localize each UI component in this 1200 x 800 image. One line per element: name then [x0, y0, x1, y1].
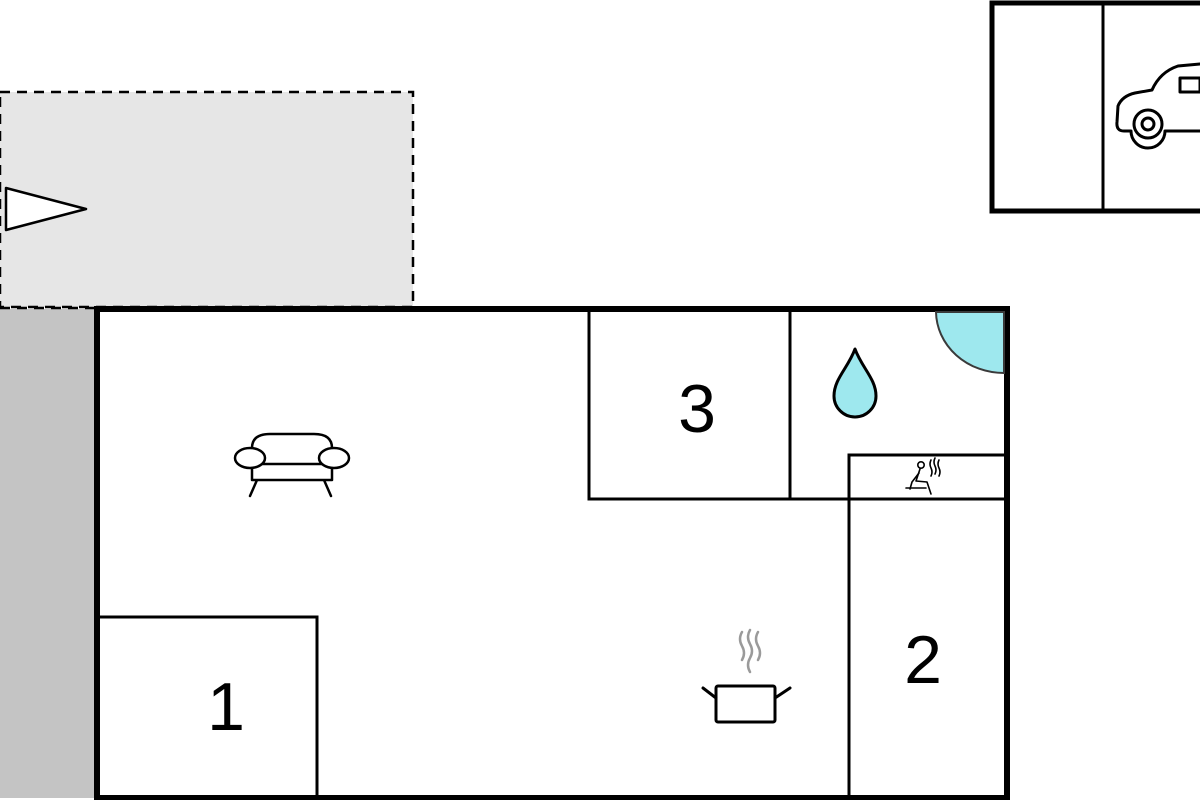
room-1-label: 1 [207, 669, 245, 745]
terrace-area [0, 90, 415, 309]
cooking-pot-icon [701, 628, 792, 724]
room-3-walls [587, 312, 849, 501]
car-icon [1115, 62, 1200, 150]
shower-corner-icon [934, 311, 1005, 375]
carport [989, 0, 1200, 214]
entrance-arrow-icon [4, 186, 88, 232]
sauna-walls [847, 453, 1005, 796]
sofa-icon [233, 432, 351, 498]
room-1-walls [100, 615, 319, 796]
sauna-icon [905, 457, 941, 495]
room-2-label: 2 [904, 622, 942, 698]
water-drop-icon [832, 347, 878, 419]
side-path [0, 309, 96, 798]
room-3-label: 3 [678, 371, 716, 447]
